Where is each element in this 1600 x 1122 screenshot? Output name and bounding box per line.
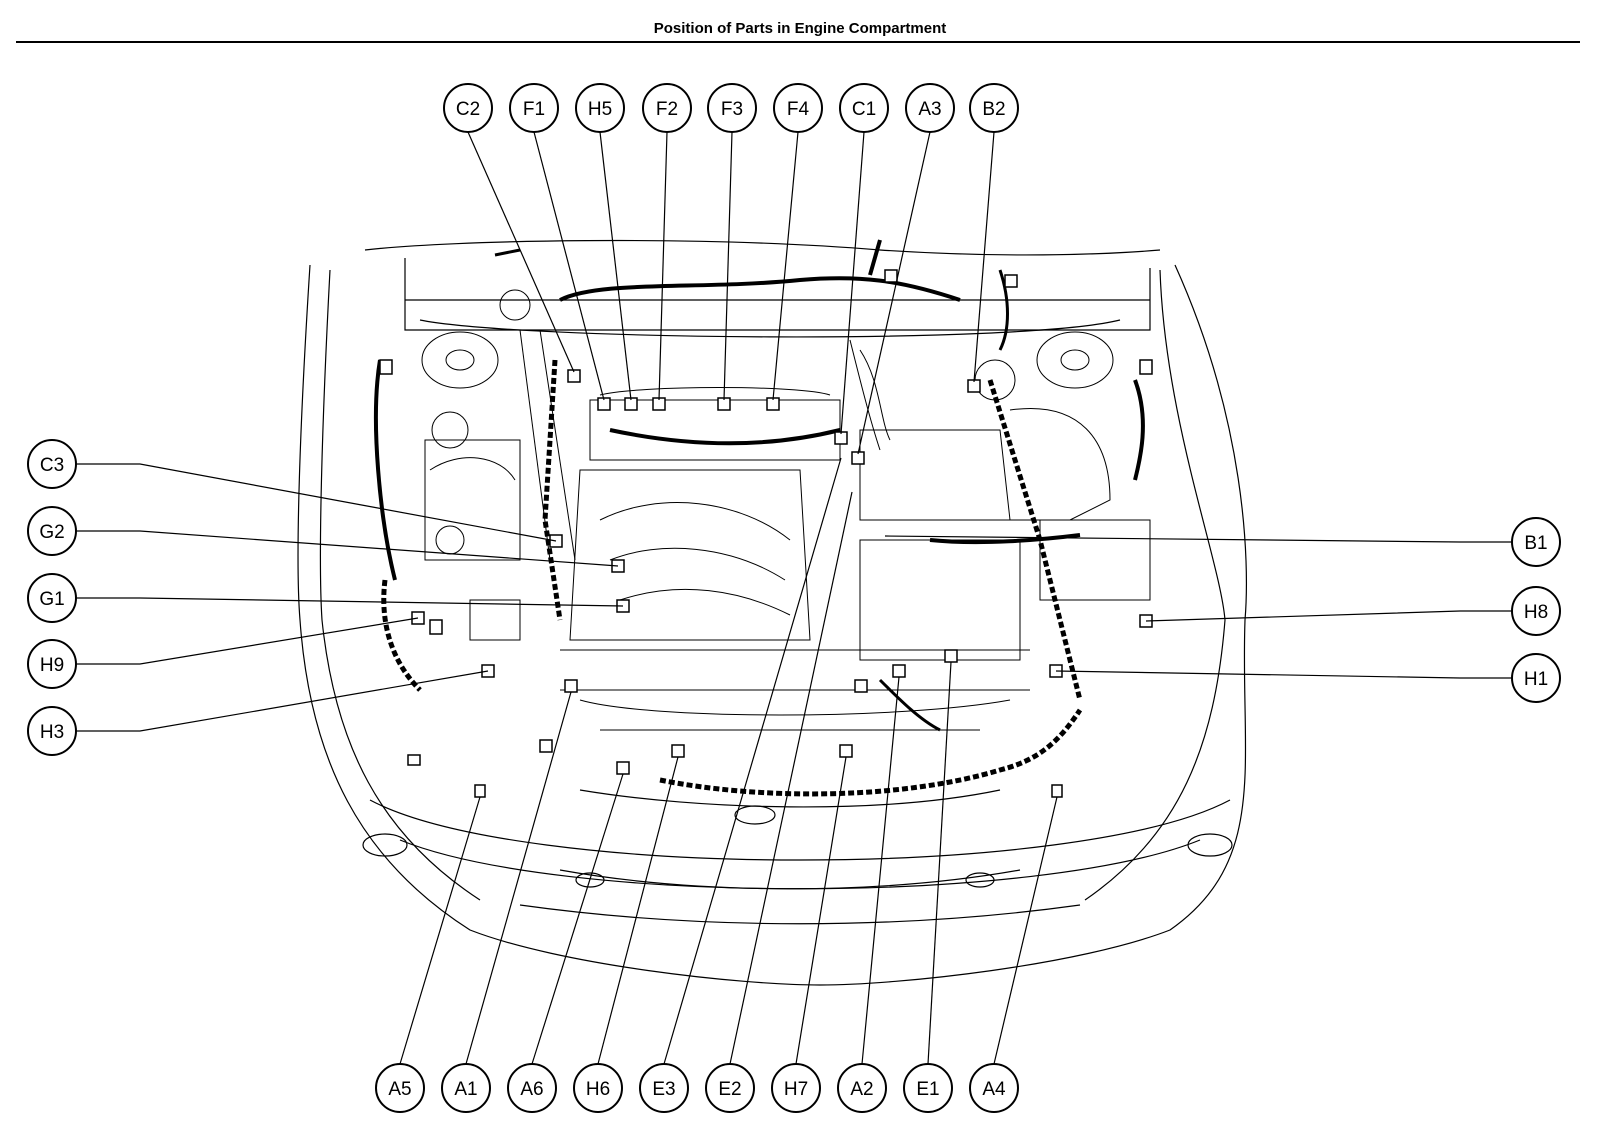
callout-label: B1 [1524, 533, 1547, 554]
callout-h5: H5 [575, 83, 625, 133]
callout-label: C2 [456, 99, 480, 120]
page-title: Position of Parts in Engine Compartment [653, 20, 947, 37]
callout-label: H3 [40, 722, 64, 743]
callout-a1: A1 [441, 1063, 491, 1113]
leader-lines [76, 131, 1512, 1065]
callout-a5: A5 [375, 1063, 425, 1113]
callout-g2: G2 [27, 506, 77, 556]
engine-block-linework [421, 289, 1151, 731]
callout-c2: C2 [443, 83, 493, 133]
connectors [379, 269, 1153, 798]
callout-label: H6 [586, 1079, 610, 1100]
callout-a3: A3 [905, 83, 955, 133]
vehicle-body-outline [297, 239, 1247, 986]
callout-label: C1 [852, 99, 876, 120]
callout-label: F4 [787, 99, 810, 120]
callout-h6: H6 [573, 1063, 623, 1113]
callout-label: A5 [388, 1079, 411, 1100]
callout-label: F3 [721, 99, 743, 120]
callout-label: H8 [1524, 602, 1548, 623]
callout-a2: A2 [837, 1063, 887, 1113]
wire-harnesses [373, 239, 1145, 797]
callout-label: A1 [454, 1079, 477, 1100]
callout-f3: F3 [707, 83, 757, 133]
callout-h8: H8 [1511, 586, 1561, 636]
callout-e3: E3 [639, 1063, 689, 1113]
callout-label: H1 [1524, 669, 1548, 690]
callout-label: C3 [40, 455, 64, 476]
callout-a4: A4 [969, 1063, 1019, 1113]
callout-label: F2 [656, 99, 678, 120]
callout-b1: B1 [1511, 517, 1561, 567]
callout-c1: C1 [839, 83, 889, 133]
callout-b2: B2 [969, 83, 1019, 133]
callout-label: G2 [39, 522, 64, 543]
callout-f1: F1 [509, 83, 559, 133]
callout-label: A3 [918, 99, 941, 120]
callout-label: H9 [40, 655, 64, 676]
callout-e1: E1 [903, 1063, 953, 1113]
callout-c3: C3 [27, 439, 77, 489]
callout-label: F1 [523, 99, 545, 120]
callout-label: E2 [718, 1079, 741, 1100]
callout-label: B2 [982, 99, 1005, 120]
callout-label: H7 [784, 1079, 808, 1100]
callout-label: E1 [916, 1079, 939, 1100]
callout-h1: H1 [1511, 653, 1561, 703]
callout-h9: H9 [27, 639, 77, 689]
callout-label: A2 [850, 1079, 873, 1100]
callout-h3: H3 [27, 706, 77, 756]
callout-f2: F2 [642, 83, 692, 133]
callout-label: E3 [652, 1079, 675, 1100]
callout-label: A6 [520, 1079, 543, 1100]
callout-e2: E2 [705, 1063, 755, 1113]
callout-label: A4 [982, 1079, 1006, 1100]
callout-label: H5 [588, 99, 612, 120]
callout-h7: H7 [771, 1063, 821, 1113]
title-divider [16, 41, 1580, 43]
callout-g1: G1 [27, 573, 77, 623]
callout-a6: A6 [507, 1063, 557, 1113]
callout-label: G1 [39, 589, 64, 610]
callout-f4: F4 [773, 83, 823, 133]
